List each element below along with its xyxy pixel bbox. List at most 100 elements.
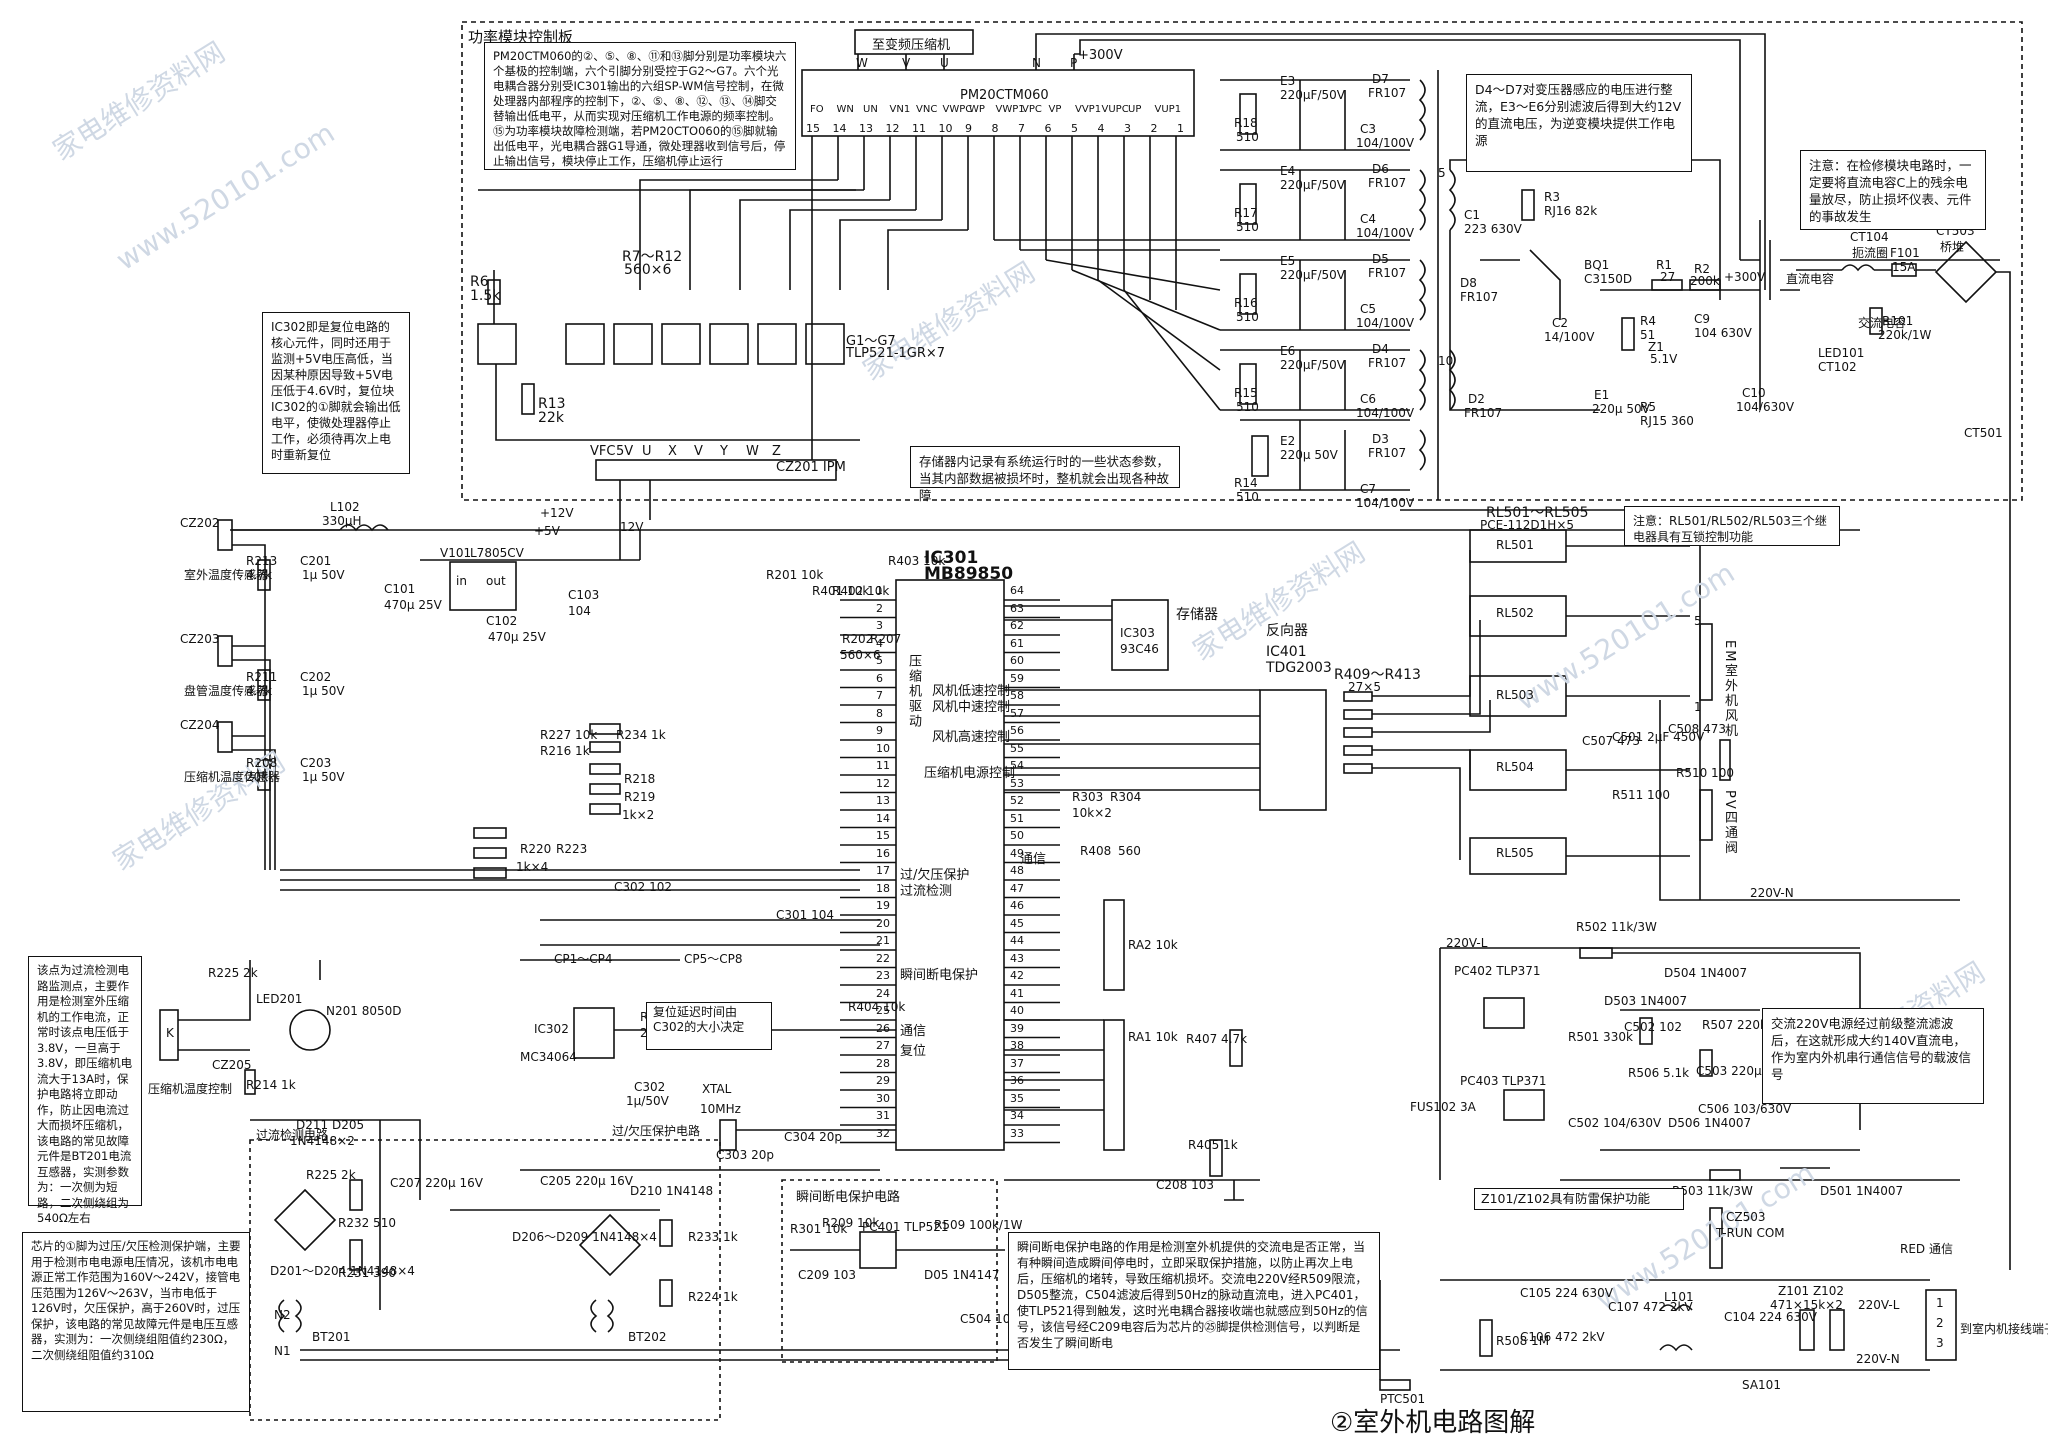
r6-val: 1.5k xyxy=(470,288,501,304)
component-label: C10 xyxy=(1742,386,1766,400)
component-label: 10 xyxy=(1438,354,1454,368)
component-label: LED201 xyxy=(256,992,303,1006)
mcu-pin-number: 47 xyxy=(1010,881,1024,895)
component-label: K xyxy=(166,1026,174,1040)
component-label: 510 xyxy=(1236,310,1259,324)
component-label: CT501 xyxy=(1964,426,2003,440)
figure-caption: ②室外机电路图解 xyxy=(1330,1408,1536,1438)
component-label: 104/100V xyxy=(1356,226,1415,240)
component-label: R403 10k xyxy=(888,554,946,568)
component-label: C303 20p xyxy=(716,1148,774,1162)
component-label: R225 2k xyxy=(208,966,258,980)
relay-group: RL501～RL505 xyxy=(1486,505,1589,521)
crystal xyxy=(719,1119,737,1151)
mcu-pin-number: 38 xyxy=(1010,1039,1024,1052)
component-label: 1 xyxy=(1694,700,1702,714)
component-label: C504 102 xyxy=(960,1312,1019,1326)
component-label: RJ16 82k xyxy=(1544,204,1598,218)
mcu-function-label: 风机高速控制 xyxy=(932,730,1011,745)
mcu-pin-number: 40 xyxy=(1010,1004,1024,1017)
mcu-pin-number: 20 xyxy=(876,916,890,930)
component-label: 交流电容 xyxy=(1858,316,1907,330)
component-label: 室外温度传感器 xyxy=(184,568,269,582)
component-label: 27 xyxy=(1660,270,1676,284)
resistor-network-ra2 xyxy=(1103,899,1125,991)
inverter-rv: 27×5 xyxy=(1348,680,1381,694)
ipm-pin-number: 8 xyxy=(991,122,999,135)
component-label: C302 102 xyxy=(614,880,673,894)
mcu-pin-number: 56 xyxy=(1010,724,1024,737)
component-label: 510 xyxy=(1236,220,1259,234)
component-label: FR107 xyxy=(1368,176,1407,190)
brownout-title: 瞬间断电保护电路 xyxy=(796,1190,901,1205)
component-label: SA101 xyxy=(1742,1378,1781,1392)
component-label: R511 100 xyxy=(1612,788,1670,802)
ipm-module xyxy=(801,69,1195,137)
ipm-pin-name: WP xyxy=(969,104,985,115)
component-label: R301 10k xyxy=(790,1222,848,1236)
component-label: R17 xyxy=(1234,206,1258,220)
opto-r-label: R7～R12 xyxy=(622,249,683,265)
component-label: MC34064 xyxy=(520,1050,577,1064)
component-label: R404 10k xyxy=(848,1000,906,1014)
ipm-pin-name: VN1 xyxy=(889,104,911,115)
brownout-note: 瞬间断电保护电路的作用是检测室外机提供的交流电是否正常，当有种瞬间造成瞬间停电时… xyxy=(1008,1232,1380,1370)
component-label: L7805CV xyxy=(470,546,524,560)
mcu-pin-number: 8 xyxy=(876,706,883,720)
comm-note: 交流220V电源经过前级整流滤波后，在这就形成大约140V直流电，作为室内外机串… xyxy=(1762,1008,1984,1104)
terminal-pin: 1 xyxy=(1936,1296,1944,1310)
component-label: FR107 xyxy=(1368,356,1407,370)
ipm-box-title: 功率模块控制板 xyxy=(468,28,574,46)
mcu-pin-number: 57 xyxy=(1010,706,1024,720)
reset-note: 复位延迟时间由C302的大小决定 xyxy=(646,1002,772,1050)
mcu-pin-number: 6 xyxy=(876,671,883,685)
mcu-pin-number: 14 xyxy=(876,811,890,825)
opto-r-val: 560×6 xyxy=(624,262,672,278)
component-label: EM室外机风机 xyxy=(1722,640,1737,739)
component-label: C508 473 xyxy=(1668,722,1727,736)
cz201-pin: V xyxy=(694,444,703,459)
brownout-box xyxy=(781,1179,998,1363)
component-label: R207 xyxy=(870,632,902,646)
mcu-pin-number: 59 xyxy=(1010,671,1024,685)
component-label: R1 xyxy=(1656,258,1672,272)
lightning-note: Z101/Z102具有防雷保护功能 xyxy=(1474,1188,1684,1210)
ipm-pin-number: 2 xyxy=(1150,122,1158,135)
psu-rail-group xyxy=(1220,79,1410,491)
component-label: E1 xyxy=(1594,388,1610,402)
component-label: LED101 xyxy=(1818,346,1865,360)
ipm-pin-name: FO xyxy=(810,104,824,115)
mcu-pin-number: 7 xyxy=(876,689,883,702)
ipm-pin-number: 11 xyxy=(912,122,926,135)
regulator-7805 xyxy=(449,561,517,611)
component-label: CP5～CP8 xyxy=(684,952,743,966)
component-label: 560 xyxy=(1118,844,1141,858)
inverter-ic401 xyxy=(1259,689,1327,811)
plus300-top: +300V xyxy=(1078,48,1123,63)
component-label: R304 xyxy=(1110,790,1142,804)
component-label: R234 1k xyxy=(616,728,666,742)
component-label: RED 通信 xyxy=(1900,1242,1953,1256)
component-label: 压缩机温度传感器 xyxy=(184,770,281,784)
component-label: CZ204 xyxy=(180,718,220,732)
component-label: 1μ 50V xyxy=(302,684,345,698)
component-label: D05 1N4147 xyxy=(924,1268,1000,1282)
psu-note: D4～D7对变压器感应的电压进行整流，E3～E6分别滤波后得到大约12V的直流电… xyxy=(1466,74,1692,172)
component-label: C106 472 2kV xyxy=(1520,1330,1605,1344)
mcu-pin-number: 64 xyxy=(1010,584,1024,597)
component-label: C104 224 630V xyxy=(1724,1310,1817,1324)
eeprom-name: IC303 xyxy=(1120,626,1155,640)
component-label: 4.7k xyxy=(246,684,273,698)
mcu-pin-number: 4 xyxy=(876,636,883,650)
mcu-function-label: 风机中速控制 xyxy=(932,700,1011,715)
component-label: 220k/1W xyxy=(1878,328,1932,342)
mcu-pin-number: 61 xyxy=(1010,636,1024,650)
component-label: 压缩机温度控制 xyxy=(148,1082,233,1096)
component-label: R225 2k xyxy=(306,1168,356,1182)
component-label: C302 xyxy=(634,1080,666,1094)
safety-note: 注意：在检修模块电路时，一定要将直流电容C上的残余电量放尽，防止损坏仪表、元件的… xyxy=(1800,150,1986,230)
component-label: 104/100V xyxy=(1356,406,1415,420)
component-label: R4 xyxy=(1640,314,1656,328)
component-label: C5 xyxy=(1360,302,1377,316)
